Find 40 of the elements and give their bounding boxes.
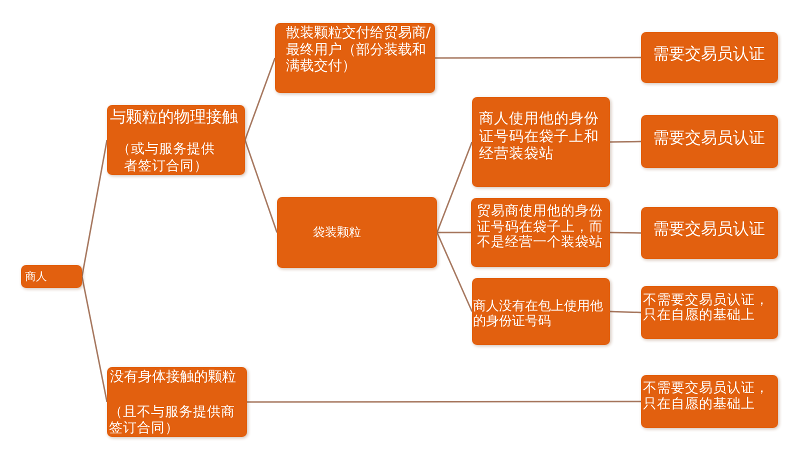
connector-line (247, 400, 641, 403)
connector-line (437, 232, 471, 234)
connector-line (244, 140, 278, 233)
connector-line (81, 140, 108, 277)
node-label: 不需要交易员认证，只在自愿的基础上 (643, 380, 770, 412)
node-heading: 没有身体接触的颗粒 (110, 368, 236, 386)
node-label: 商人使用他的身份证号码在袋子上和经营装袋站 (479, 111, 600, 164)
result-node (641, 115, 778, 168)
branch-node (471, 198, 610, 267)
branch-node (275, 23, 435, 93)
node-label: 不需要交易员认证，只在自愿的基础上 (643, 292, 770, 322)
node-label: 袋装颗粒 (313, 225, 361, 240)
branch-node (277, 197, 437, 268)
connector-line (81, 276, 108, 402)
result-node (641, 286, 778, 339)
connector-line (436, 232, 473, 312)
node-label: 商人没有在包上使用他的身份证号码 (473, 299, 604, 329)
node-note: （或与服务提供者签订合同） (116, 141, 216, 175)
connector-line (610, 310, 642, 314)
connector-line (436, 142, 473, 233)
connector-line (244, 58, 276, 140)
root-node (21, 265, 82, 288)
connector-line (435, 56, 641, 59)
branch-node (107, 367, 247, 437)
result-node (641, 207, 778, 259)
node-label: 需要交易员认证 (653, 44, 765, 64)
result-node (641, 375, 778, 428)
result-node (641, 32, 778, 83)
branch-node (472, 278, 610, 345)
node-label: 需要交易员认证 (653, 128, 765, 148)
node-heading: 与颗粒的物理接触 (110, 107, 238, 127)
node-label: 商人 (25, 270, 47, 284)
node-label: 散装颗粒交付给贸易商/最终用户（部分装载和满载交付） (286, 25, 432, 74)
node-label: 需要交易员认证 (653, 219, 765, 239)
connector-line (610, 140, 642, 143)
branch-node (472, 97, 610, 187)
branch-node (107, 105, 245, 175)
node-label: 贸易商使用他的身份证号码在袋子上，而不是经营一个装袋站 (477, 204, 604, 250)
node-note: （且不与服务提供商签订合同） (109, 404, 236, 436)
connector-line (610, 232, 642, 234)
